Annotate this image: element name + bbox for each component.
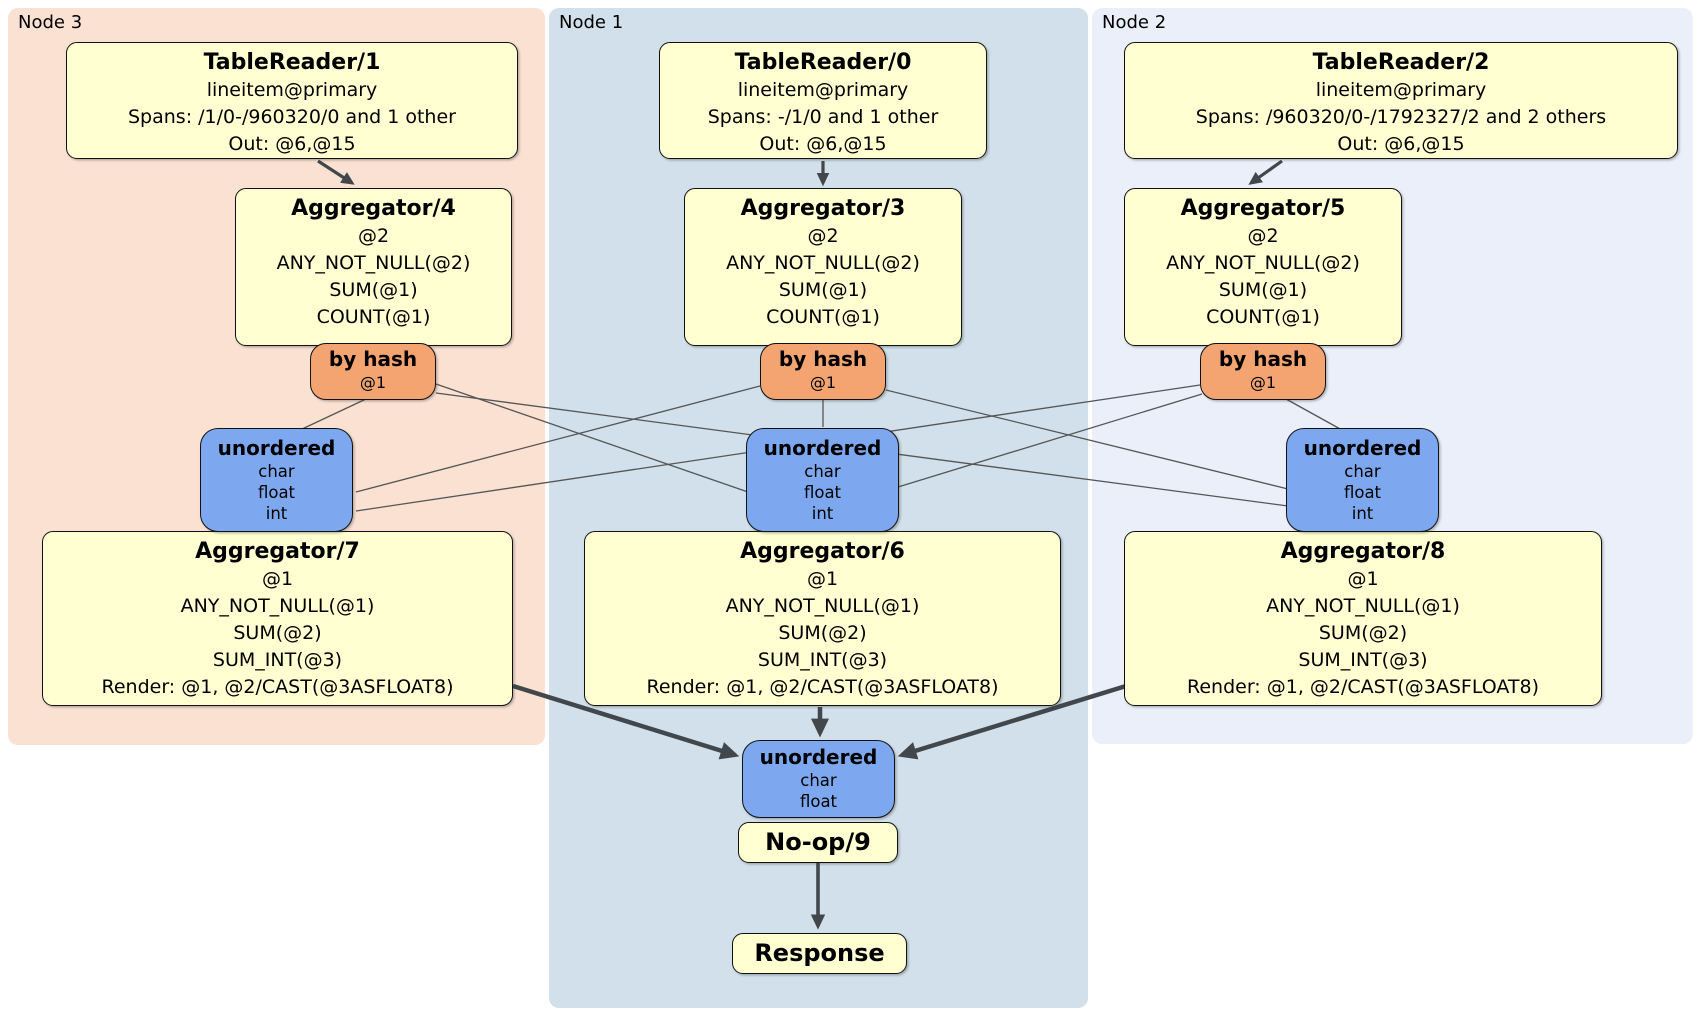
unordered-sync-node3: unordered char float int	[200, 428, 353, 532]
noop-9-node: No-op/9	[738, 822, 898, 863]
box-title: No-op/9	[765, 828, 871, 856]
unordered-sync-node2: unordered char float int	[1286, 428, 1439, 532]
aggregator-6-node: Aggregator/6 @1 ANY_NOT_NULL(@1) SUM(@2)…	[584, 531, 1061, 706]
tablereader-1-node: TableReader/1 lineitem@primary Spans: /1…	[66, 42, 518, 159]
box-title: TableReader/0	[734, 50, 912, 75]
tablereader-2-node: TableReader/2 lineitem@primary Spans: /9…	[1124, 42, 1678, 159]
unordered-sync-final: unordered char float	[742, 740, 895, 818]
region-label-node2: Node 2	[1102, 12, 1167, 33]
aggregator-5-node: Aggregator/5 @2 ANY_NOT_NULL(@2) SUM(@1)…	[1124, 188, 1402, 346]
box-title: Aggregator/7	[195, 539, 360, 564]
region-label-node3: Node 3	[18, 12, 83, 33]
box-title: Aggregator/5	[1180, 196, 1346, 221]
router-title: by hash	[1218, 347, 1308, 371]
sync-title: unordered	[763, 436, 882, 460]
box-title: TableReader/1	[203, 50, 381, 75]
tablereader-0-node: TableReader/0 lineitem@primary Spans: -/…	[659, 42, 987, 159]
response-node: Response	[732, 933, 907, 974]
box-title: Aggregator/3	[740, 196, 906, 221]
box-title: Aggregator/8	[1280, 539, 1446, 564]
sync-title: unordered	[759, 745, 878, 769]
box-title: TableReader/2	[1312, 50, 1490, 75]
sync-title: unordered	[1303, 436, 1422, 460]
region-label-node1: Node 1	[559, 12, 624, 33]
hash-router-node3: by hash @1	[310, 343, 436, 400]
box-title: Response	[754, 939, 885, 967]
hash-router-node1: by hash @1	[760, 343, 886, 400]
aggregator-7-node: Aggregator/7 @1 ANY_NOT_NULL(@1) SUM(@2)…	[42, 531, 513, 706]
aggregator-to-final-sync-edges	[512, 683, 1127, 760]
tablereader-to-aggregator-edges	[317, 159, 1283, 187]
aggregator-4-node: Aggregator/4 @2 ANY_NOT_NULL(@2) SUM(@1)…	[235, 188, 512, 346]
aggregator-8-node: Aggregator/8 @1 ANY_NOT_NULL(@1) SUM(@2)…	[1124, 531, 1602, 706]
router-title: by hash	[328, 347, 418, 371]
box-title: Aggregator/6	[740, 539, 905, 564]
box-title: Aggregator/4	[291, 196, 456, 221]
sync-title: unordered	[217, 436, 336, 460]
hash-router-node2: by hash @1	[1200, 343, 1326, 400]
aggregator-3-node: Aggregator/3 @2 ANY_NOT_NULL(@2) SUM(@1)…	[684, 188, 962, 346]
router-title: by hash	[778, 347, 868, 371]
unordered-sync-node1: unordered char float int	[746, 428, 899, 532]
